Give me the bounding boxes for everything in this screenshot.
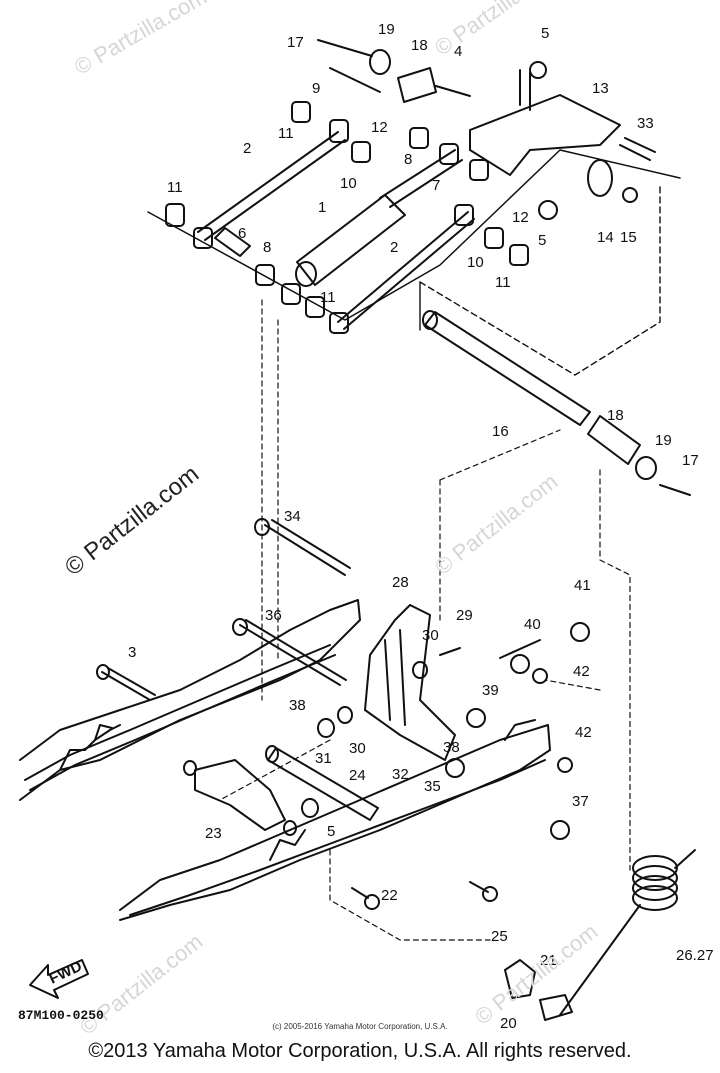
part-label-8: 8 <box>404 151 412 168</box>
rear-link-frame <box>419 182 661 376</box>
part-label-24: 24 <box>349 767 366 784</box>
part-label-42: 42 <box>575 724 592 741</box>
part-label-18: 18 <box>607 407 624 424</box>
part-label-11: 11 <box>320 289 336 306</box>
part-label-30: 30 <box>349 740 366 757</box>
part-label-18: 18 <box>411 37 428 54</box>
part-label-28: 28 <box>392 574 409 591</box>
part-label-2: 2 <box>243 140 251 157</box>
part-label-21: 21 <box>540 952 557 969</box>
part-label-35: 35 <box>424 778 441 795</box>
part-label-12: 12 <box>371 119 388 136</box>
part-label-19: 19 <box>378 21 395 38</box>
block-21 <box>504 959 536 999</box>
shaft-24 <box>267 747 379 821</box>
bushings-upper <box>165 101 529 334</box>
part-label-39: 39 <box>482 682 499 699</box>
bolt-34 <box>264 524 346 576</box>
shock-absorber-1 <box>296 194 406 286</box>
part-label-42: 42 <box>573 663 590 680</box>
part-label-13: 13 <box>592 80 609 97</box>
nut-41 <box>570 622 590 642</box>
part-label-11: 11 <box>278 125 294 142</box>
part-label-17: 17 <box>682 452 699 469</box>
bolt-3 <box>101 671 151 701</box>
part-label-34: 34 <box>284 508 301 525</box>
slide-rail-left <box>19 599 361 801</box>
diagram-code: 87M100-0250 <box>18 1008 104 1023</box>
fwd-arrow <box>29 959 89 999</box>
part-label-41: 41 <box>574 577 591 594</box>
part-label-1: 1 <box>318 199 326 216</box>
part-label-6: 6 <box>238 225 246 242</box>
part-label-9: 9 <box>312 80 320 97</box>
inner-copyright: (c) 2005-2016 Yamaha Motor Corporation, … <box>272 1022 448 1031</box>
stopper-20 <box>539 994 573 1021</box>
slide-rail-right <box>119 724 551 921</box>
part-label-23: 23 <box>205 825 222 842</box>
part-label-36: 36 <box>265 607 282 624</box>
part-label-5: 5 <box>327 823 335 840</box>
part-label-37: 37 <box>572 793 589 810</box>
part-label-33: 33 <box>637 115 654 132</box>
part-label-14: 14 <box>597 229 614 246</box>
part-label-30: 30 <box>422 627 439 644</box>
collar-18-lower <box>587 415 641 465</box>
part-label-38: 38 <box>289 697 306 714</box>
part-label-3: 3 <box>128 644 136 661</box>
part-label-22: 22 <box>381 887 398 904</box>
screw-25 <box>482 886 498 902</box>
part-label-25: 25 <box>491 928 508 945</box>
part-label-31: 31 <box>315 750 332 767</box>
part-label-12: 12 <box>512 209 529 226</box>
part-label-11: 11 <box>167 179 183 196</box>
bolt-17-upper <box>317 39 373 57</box>
part-label-17: 17 <box>287 34 304 51</box>
part-label-7: 7 <box>432 177 440 194</box>
part-label-19: 19 <box>655 432 672 449</box>
part-label-29: 29 <box>456 607 473 624</box>
link-rod-2-upper <box>197 131 339 233</box>
axle-assembly-23 <box>194 759 286 831</box>
part-label-10: 10 <box>340 175 357 192</box>
leader-lines <box>219 299 631 941</box>
part-label-8: 8 <box>263 239 271 256</box>
part-label-5: 5 <box>538 232 546 249</box>
bracket-28 <box>364 604 456 761</box>
bolt-22 <box>364 894 380 910</box>
part-label-38: 38 <box>443 739 460 756</box>
part-label-40: 40 <box>524 616 541 633</box>
bolt-36 <box>239 624 341 686</box>
shaft-16 <box>424 311 591 426</box>
part-label-5: 5 <box>541 25 549 42</box>
part-label-16: 16 <box>492 423 509 440</box>
part-label-32: 32 <box>392 766 409 783</box>
part-label-15: 15 <box>620 229 637 246</box>
part-label-11: 11 <box>495 274 511 291</box>
part-label-26-27: 26.27 <box>676 947 714 964</box>
upper-frame-outline <box>147 149 681 321</box>
pivot-arm-13 <box>469 94 621 176</box>
part-label-2: 2 <box>390 239 398 256</box>
part-label-4: 4 <box>454 43 462 60</box>
footer-copyright: ©2013 Yamaha Motor Corporation, U.S.A. A… <box>88 1040 632 1062</box>
bolt-9 <box>329 67 381 93</box>
torsion-spring-26-27 <box>559 849 696 1016</box>
part-label-10: 10 <box>467 254 484 271</box>
fwd-text: FWD <box>47 958 85 988</box>
link-rod-2-lower <box>337 211 469 323</box>
part-label-20: 20 <box>500 1015 517 1032</box>
